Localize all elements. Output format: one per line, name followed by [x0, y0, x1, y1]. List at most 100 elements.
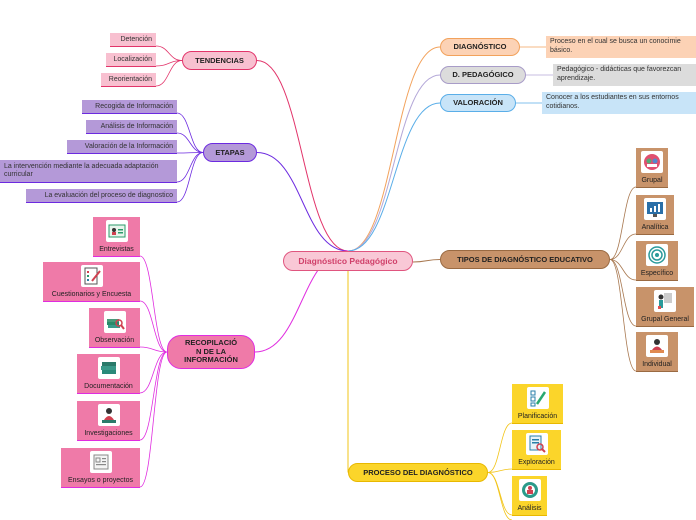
tipo-label: Grupal	[641, 177, 663, 184]
diagnostico-description: Proceso en el cual se busca un conocimie…	[546, 36, 696, 58]
etapa-intervencion-line2: curricular	[4, 171, 33, 178]
books-magnifier-icon	[103, 311, 126, 333]
presenter-icon	[654, 290, 676, 312]
tipo-card-analitica[interactable]: Analítica	[636, 195, 674, 235]
notebook-icon	[89, 451, 112, 473]
d-pedagogico-node[interactable]: D. PEDAGÓGICO	[440, 66, 526, 84]
leaf-line	[487, 468, 513, 473]
description-line: Proceso en el cual se busca un conocimie	[550, 38, 681, 45]
description-line: Conocer a los estudiantes en sus entorno…	[546, 94, 679, 101]
tipo-label: Grupal General	[641, 316, 689, 323]
recop-card-documentacion[interactable]: Documentación	[77, 354, 140, 394]
leaf-line	[609, 259, 637, 372]
branch-line	[347, 102, 441, 252]
etapa-evaluacion[interactable]: La evaluación del proceso de diagnostico	[26, 189, 177, 203]
target-icon	[646, 244, 668, 266]
valoracion-node[interactable]: VALORACIÓN	[440, 94, 516, 112]
researcher-icon	[97, 404, 120, 426]
valoracion-description: Conocer a los estudiantes en sus entorno…	[542, 92, 696, 114]
leaf-line	[155, 45, 183, 61]
recop-card-cuestionarios[interactable]: Cuestionarios y Encuesta	[43, 262, 140, 302]
tendencia-localizacion[interactable]: Localización	[106, 53, 156, 67]
diagnostico-node[interactable]: DIAGNÓSTICO	[440, 38, 520, 56]
leaf-line	[139, 300, 168, 353]
etapa-intervencion[interactable]: La intervención mediante la adecuada ada…	[0, 160, 177, 183]
etapa-recogida[interactable]: Recogida de Información	[82, 100, 177, 114]
group-icon	[641, 151, 663, 173]
description-line: cotidianos.	[546, 102, 580, 110]
proceso-card-planificacion[interactable]: Planificación	[512, 384, 563, 424]
tipo-card-individual[interactable]: Individual	[636, 332, 678, 372]
checklist-icon	[526, 387, 549, 409]
leaf-line	[609, 186, 637, 260]
books-icon	[97, 357, 120, 379]
leaf-line	[176, 152, 204, 154]
recop-label: Observación	[94, 337, 135, 344]
recop-label: Ensayos o proyectos	[68, 477, 133, 484]
leaf-line	[609, 259, 637, 327]
leaf-line	[139, 351, 168, 394]
leaf-line	[155, 60, 183, 87]
etapas-node[interactable]: ETAPAS	[203, 143, 257, 162]
tendencias-node[interactable]: TENDENCIAS	[182, 51, 257, 70]
branch-line	[256, 60, 349, 252]
gear-person-icon	[518, 479, 541, 501]
tipo-card-especifico[interactable]: Específico	[636, 241, 678, 281]
etapa-intervencion-line1: La intervención mediante la adecuada ada…	[4, 163, 159, 170]
proceso-card-analisis[interactable]: Análisis	[512, 476, 547, 516]
proceso-label: Planificación	[517, 413, 558, 420]
leaf-line	[487, 422, 513, 473]
recop-label: Entrevistas	[99, 246, 134, 253]
branch-line	[412, 259, 441, 263]
leaf-line	[139, 346, 168, 353]
leaf-line	[176, 152, 204, 203]
tipo-label: Individual	[642, 361, 672, 368]
recop-label: Investigaciones	[84, 430, 133, 437]
recop-label: Cuestionarios y Encuesta	[51, 291, 132, 298]
leaf-line	[176, 132, 204, 153]
tendencia-detencion[interactable]: Detención	[110, 33, 156, 47]
recopilacion-node[interactable]: RECOPILACIÓ N DE LA INFORMACIÓN	[167, 335, 255, 369]
proceso-label: Exploración	[518, 459, 555, 466]
description-line: básico.	[550, 46, 573, 54]
branch-line	[256, 152, 349, 252]
branch-line	[347, 74, 441, 252]
leaf-line	[487, 472, 513, 520]
recop-card-investigaciones[interactable]: Investigaciones	[77, 401, 140, 441]
tipos-diagnostico-node[interactable]: TIPOS DE DIAGNÓSTICO EDUCATIVO	[440, 250, 610, 269]
d-pedagogico-description: Pedagógico - didácticas que favorezcan a…	[553, 64, 696, 86]
tipo-card-grupal-general[interactable]: Grupal General	[636, 287, 694, 327]
questionnaire-icon	[80, 265, 103, 287]
description-line: Pedagógico - didácticas que favorezcan	[557, 66, 682, 73]
recop-card-entrevistas[interactable]: Entrevistas	[93, 217, 140, 257]
recopilacion-line1: RECOPILACIÓ	[184, 338, 238, 348]
tipo-label: Analítica	[641, 224, 669, 231]
proceso-label: Análisis	[517, 505, 542, 512]
recop-card-observacion[interactable]: Observación	[89, 308, 140, 348]
leaf-line	[139, 351, 168, 441]
proceso-diagnostico-node[interactable]: PROCESO DEL DIAGNÓSTICO	[348, 463, 488, 482]
recopilacion-line2: N DE LA	[196, 346, 226, 356]
leaf-line	[139, 255, 168, 353]
central-topic[interactable]: Diagnóstico Pedagógico	[283, 251, 413, 271]
document-search-icon	[525, 433, 548, 455]
leaf-line	[139, 351, 168, 488]
recop-card-ensayos[interactable]: Ensayos o proyectos	[61, 448, 140, 488]
analytics-icon	[644, 198, 666, 220]
proceso-card-exploracion[interactable]: Exploración	[512, 430, 561, 470]
leaf-line	[609, 233, 637, 260]
tipo-label: Específico	[640, 270, 674, 277]
branch-line	[347, 46, 441, 252]
description-line: aprendizaje.	[557, 74, 596, 82]
person-desk-icon	[646, 335, 668, 357]
recopilacion-line3: INFORMACIÓN	[184, 355, 238, 365]
tendencia-reorientacion[interactable]: Reorientación	[101, 73, 156, 87]
leaf-line	[487, 472, 513, 516]
leaf-line	[176, 112, 204, 153]
leaf-line	[609, 259, 637, 281]
etapa-valoracion[interactable]: Valoración de la Información	[67, 140, 177, 154]
tipo-card-grupal[interactable]: Grupal	[636, 148, 668, 188]
id-card-icon	[105, 220, 128, 242]
recop-label: Documentación	[84, 383, 133, 390]
etapa-analisis[interactable]: Análisis de Información	[86, 120, 177, 134]
